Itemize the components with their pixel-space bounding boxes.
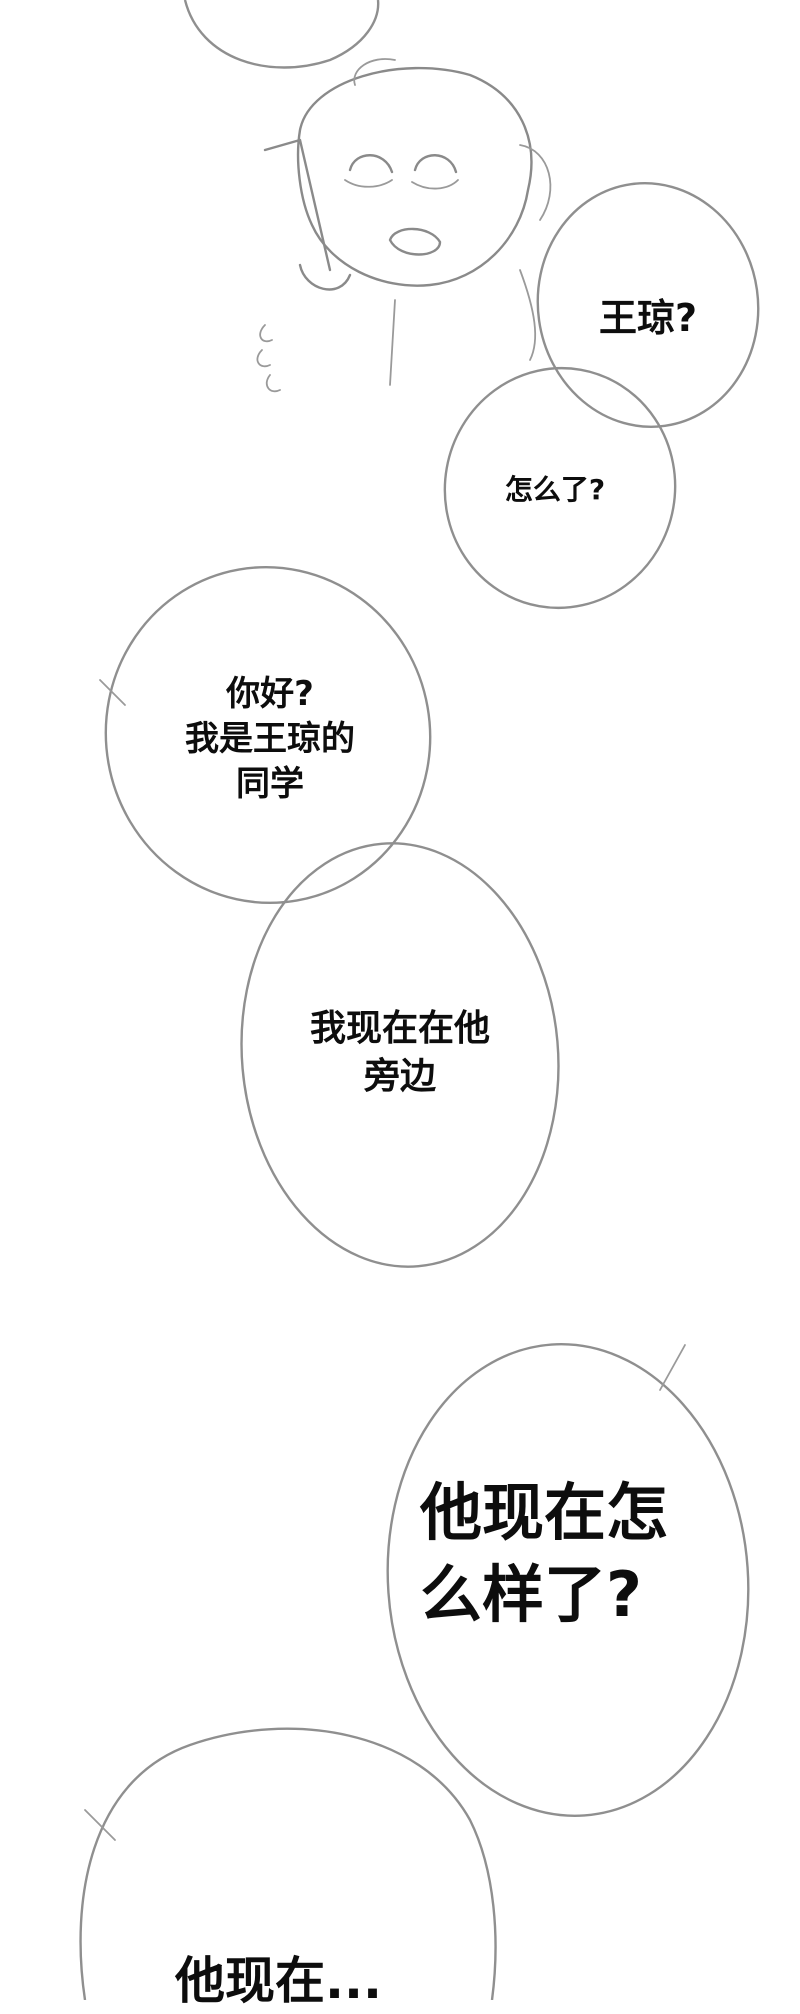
speech-bubble-tail-5	[659, 1344, 686, 1391]
bubble-1-line-1: 王琼?	[598, 296, 698, 340]
speech-bubble-5: 他现在怎 么样了?	[420, 1472, 710, 1636]
bubble-6-line-1: 他现在...	[175, 1952, 382, 2010]
speech-bubble-outline-1	[536, 182, 760, 428]
speech-bubble-outline-3	[104, 565, 432, 905]
speech-bubble-tail-6	[84, 1809, 116, 1841]
bubble-2-line-1: 怎么了?	[504, 473, 606, 506]
bubble-3-line-2: 我是王琼的	[185, 718, 355, 759]
bubble-5-line-2: 么样了?	[420, 1557, 642, 1631]
bubble-3-line-3: 同学	[236, 763, 304, 804]
speech-bubble-outline-5	[386, 1343, 750, 1817]
speech-bubble-6: 他现在...	[175, 1948, 435, 2014]
bubble-4-line-2: 旁边	[363, 1055, 436, 1097]
speech-bubble-2: 怎么了?	[485, 472, 625, 509]
sketched-character-drawing	[256, 58, 552, 393]
speech-bubble-outline-2	[443, 366, 677, 610]
bubble-5-line-1: 他现在怎	[420, 1476, 669, 1549]
bubble-3-line-1: 你好?	[226, 674, 314, 714]
speech-bubble-tail-3	[99, 679, 126, 706]
bubble-4-line-1: 我现在在他	[309, 1008, 490, 1049]
speech-bubble-outline-6	[79, 1727, 497, 2000]
speech-bubble-3: 你好? 我是王琼的 同学	[150, 672, 390, 807]
speech-bubble-partial-top	[183, 0, 380, 69]
speech-bubble-4: 我现在在他 旁边	[265, 1005, 535, 1100]
speech-bubble-outline-4	[240, 842, 560, 1268]
speech-bubble-1: 王琼?	[578, 293, 718, 343]
